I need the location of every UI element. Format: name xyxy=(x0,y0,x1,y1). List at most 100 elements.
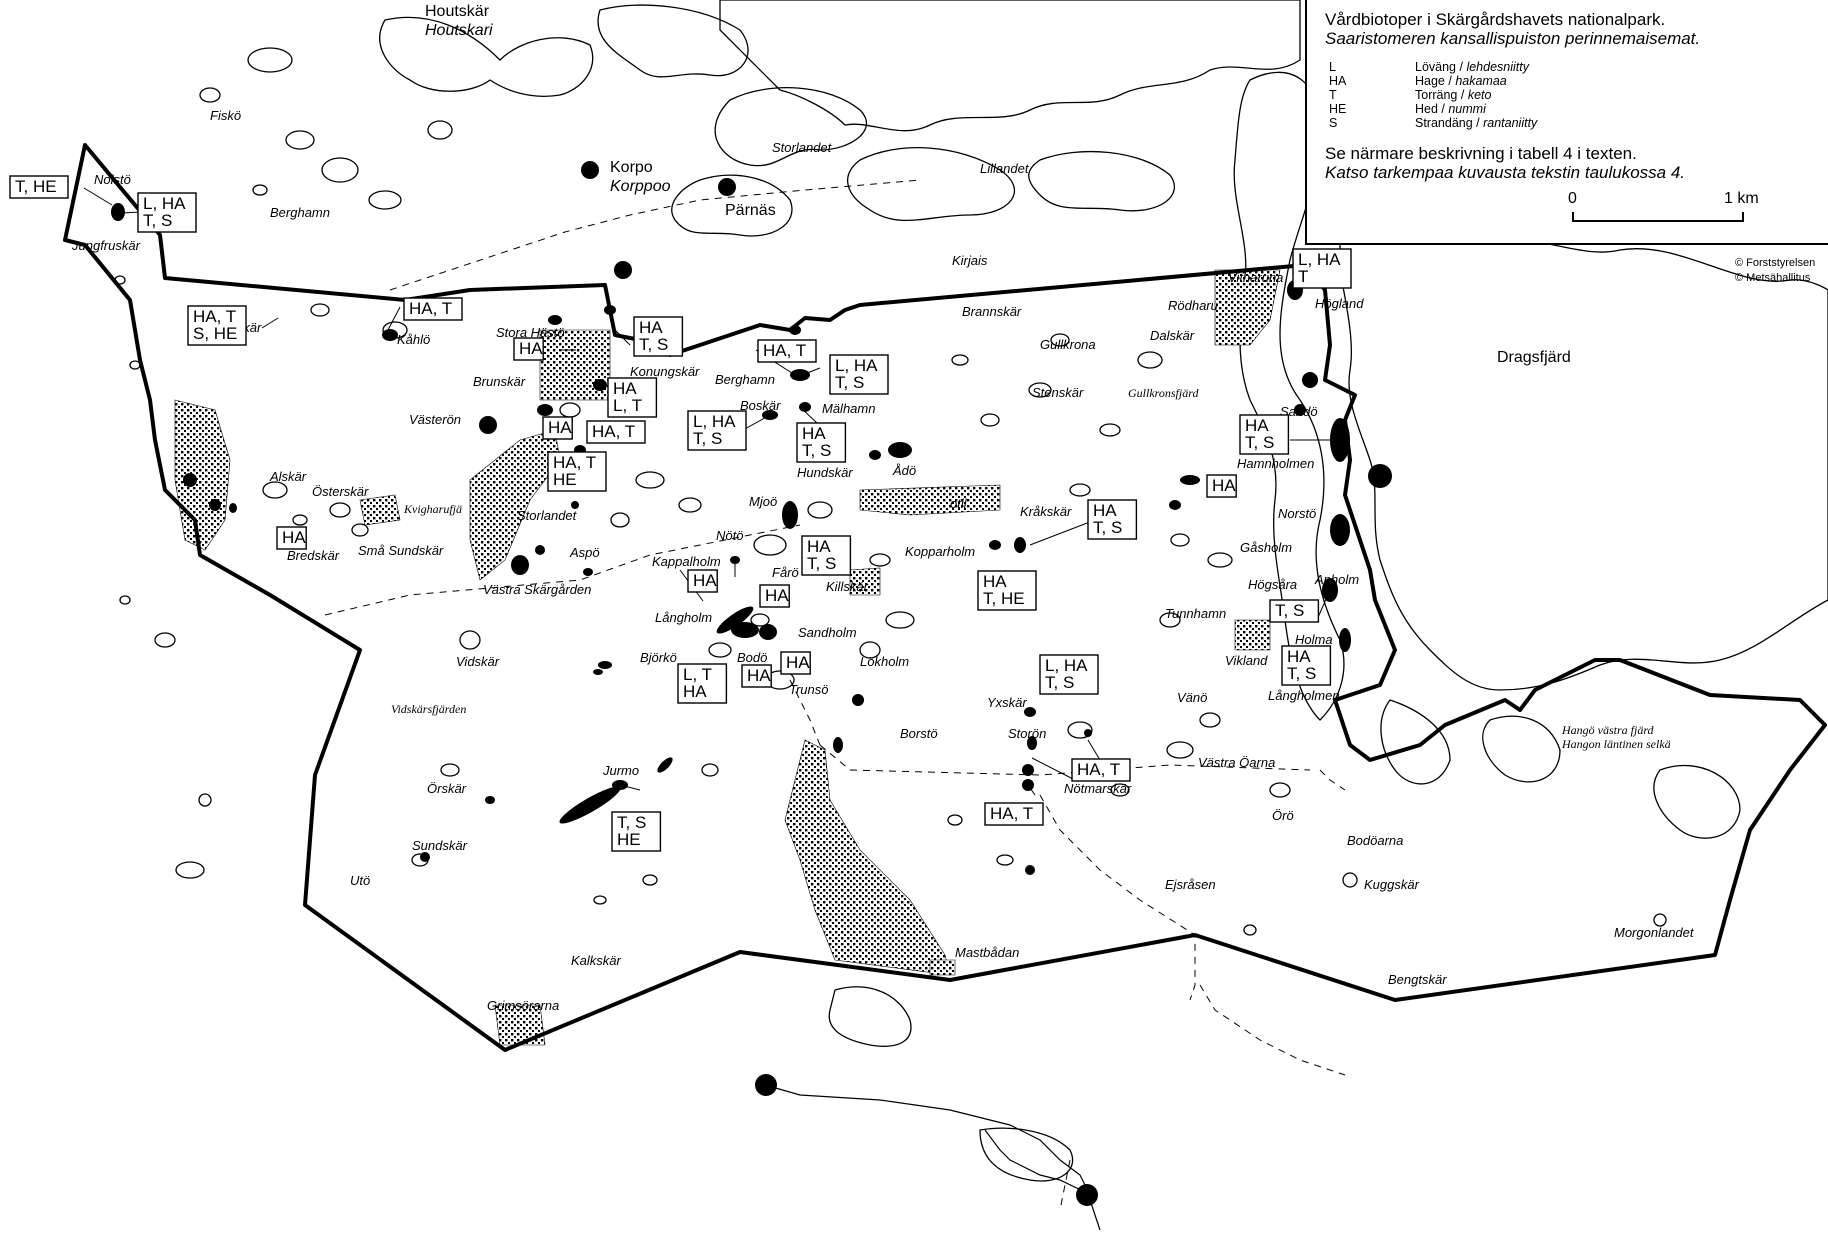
place-label: Korpo xyxy=(610,159,653,176)
biotope-code-text: L, HA xyxy=(143,194,186,213)
place-label: Gullkrona xyxy=(1040,337,1096,352)
biotope-code-text: HA, T xyxy=(193,307,236,326)
biotope-code-text: HA xyxy=(1093,501,1117,520)
biotope-code-text: L, HA xyxy=(1045,656,1088,675)
place-label: Vikland xyxy=(1225,653,1268,668)
biotope-code-text: T, S xyxy=(1245,433,1274,452)
scale-zero-label: 0 xyxy=(1568,190,1577,207)
mainland-outlines xyxy=(379,0,1828,1182)
biotope-code-text: T, S xyxy=(617,813,646,832)
legend-title-fi: Saaristomeren kansallispuiston perinnema… xyxy=(1325,29,1701,48)
place-label: Vitharuna xyxy=(1228,270,1283,285)
scale-bar xyxy=(1572,212,1744,222)
route-lines xyxy=(324,179,1346,1211)
place-label: Berghamn xyxy=(270,205,330,220)
biotope-code-text: HA, T xyxy=(592,422,635,441)
biotope-code-text: L, HA xyxy=(693,412,736,431)
place-label: Kopparholm xyxy=(905,544,975,559)
town-marker-korpo xyxy=(581,161,599,179)
biotope-code-box: HA xyxy=(687,569,718,593)
place-label: Ådö xyxy=(892,463,916,478)
legend-panel: Vårdbiotoper i Skärgårdshavets nationalp… xyxy=(1305,0,1828,245)
biotope-code-text: L, HA xyxy=(835,356,878,375)
biotope-code-text: HE xyxy=(553,470,577,489)
place-label: Stenskär xyxy=(1032,385,1084,400)
biotope-code-text: T, S xyxy=(143,211,172,230)
place-label: Storlandet xyxy=(772,140,833,155)
biotope-code-text: HA, T xyxy=(763,341,806,360)
place-label: Vänö xyxy=(1177,690,1207,705)
place-label: Västra Skärgården xyxy=(483,582,591,597)
place-label: Kråkskär xyxy=(1020,504,1072,519)
place-label: Kalkskär xyxy=(571,953,622,968)
biotope-code-text: HA, T xyxy=(409,299,452,318)
biotope-code-box: T, HE xyxy=(9,175,69,199)
town-marker-ferry xyxy=(614,261,632,279)
place-label: Hamnholmen xyxy=(1237,456,1314,471)
place-label: Bengtskär xyxy=(1388,972,1447,987)
biotope-code-box: L, HAT, S xyxy=(137,192,197,233)
place-label: Morgonlandet xyxy=(1614,925,1695,940)
biotope-code-box: HA, THE xyxy=(547,451,607,492)
biotope-code-text: HA, T xyxy=(553,453,596,472)
place-label: Kirjais xyxy=(952,253,988,268)
biotope-code-box: HA xyxy=(780,651,811,675)
place-label: Grimsörarna xyxy=(487,998,559,1013)
biotope-code-text: T, S xyxy=(807,554,836,573)
place-label: Gåsholm xyxy=(1240,540,1292,555)
biotope-code-text: HA xyxy=(807,537,831,556)
place-label: Bodö xyxy=(737,650,767,665)
biotope-code-box: HA xyxy=(741,664,772,688)
place-label: Nötmarskär xyxy=(1064,781,1132,796)
biotope-code-text: HA xyxy=(747,666,771,685)
legend-note-sv: Se närmare beskrivning i tabell 4 i text… xyxy=(1325,144,1637,163)
place-label: Jungfruskär xyxy=(71,238,141,253)
biotope-code-box: L, HAT, S xyxy=(1039,654,1099,695)
biotope-code-box: L, HAT xyxy=(1292,248,1352,289)
place-label: Yxskär xyxy=(987,695,1027,710)
biotope-code-text: L, T xyxy=(683,665,712,684)
biotope-code-text: T xyxy=(1298,267,1308,286)
place-label: Sandö xyxy=(1280,404,1318,419)
place-label: Aspö xyxy=(569,545,600,560)
water-label: Gullkronsfjärd xyxy=(1128,386,1199,400)
biotope-code-text: HA xyxy=(639,318,663,337)
town-marker-parnas xyxy=(718,178,736,196)
place-label: Fårö xyxy=(772,565,799,580)
dotted-areas xyxy=(174,269,1281,1046)
place-label: Boskär xyxy=(740,398,781,413)
town-marker-south-1 xyxy=(755,1074,777,1096)
place-label: Pärnäs xyxy=(725,202,776,219)
biotope-code-box: HA xyxy=(1206,474,1237,498)
place-label: Alskär xyxy=(269,469,307,484)
biotope-code-box: HA, T xyxy=(586,420,646,444)
place-label: Fiskö xyxy=(210,108,241,123)
place-label: Borstö xyxy=(900,726,938,741)
place-label: Västra Öarna xyxy=(1198,755,1275,770)
biotope-code-text: HA xyxy=(1287,647,1311,666)
place-label: Nötö xyxy=(716,528,743,543)
place-label: Killskär xyxy=(826,579,869,594)
place-label: Anholm xyxy=(1314,572,1359,587)
place-label: Lökholm xyxy=(860,654,909,669)
biotope-code-box: L, HAT, S xyxy=(829,354,889,395)
ferry-routes xyxy=(764,1084,1101,1231)
place-label: Vidskär xyxy=(456,654,500,669)
scale-end-label: 1 km xyxy=(1724,190,1759,207)
place-label: Tunnhamn xyxy=(1165,606,1226,621)
biotope-code-box: T, SHE xyxy=(611,811,662,852)
biotope-code-box: HAT, S xyxy=(801,535,852,576)
place-label: Hundskär xyxy=(797,465,853,480)
place-label: Västerön xyxy=(409,412,461,427)
place-label: Jurmo xyxy=(602,763,639,778)
water-label: Hangö västra fjärd xyxy=(1561,723,1655,737)
biotope-code-box: HA xyxy=(542,416,573,440)
place-label: Houtskari xyxy=(425,22,493,39)
water-label: Kvigharufjä xyxy=(403,502,462,516)
copyright-metsahallitus: © Metsähallitus xyxy=(1735,272,1811,284)
town-marker-dragsfjard xyxy=(1368,464,1392,488)
biotope-code-text: HA, T xyxy=(990,804,1033,823)
